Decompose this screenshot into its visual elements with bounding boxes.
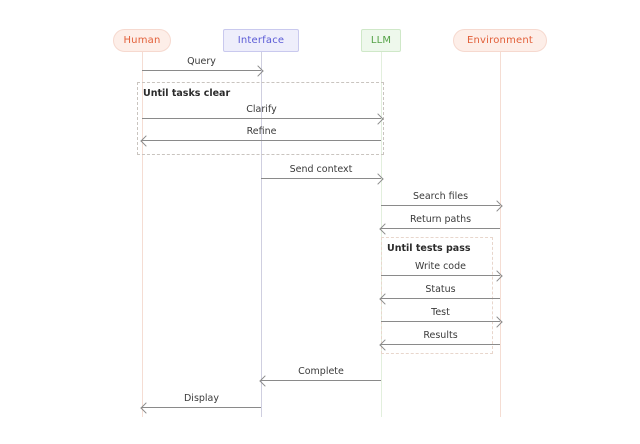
message-label: Status [425, 284, 456, 295]
message-line [381, 205, 500, 206]
lifeline-environment [500, 52, 501, 417]
message-line [381, 298, 500, 299]
message-line [381, 321, 500, 322]
lifeline-llm [381, 52, 382, 417]
message-line [142, 118, 381, 119]
participant-label-interface: Interface [237, 35, 285, 46]
message-label: Write code [414, 261, 466, 272]
message-line [381, 275, 500, 276]
participant-environment[interactable]: Environment [453, 29, 547, 52]
message-line [142, 407, 261, 408]
message-label: Refine [246, 126, 277, 137]
participant-human[interactable]: Human [113, 29, 171, 52]
message-line [381, 228, 500, 229]
message-label: Complete [298, 366, 344, 377]
message-line [142, 140, 381, 141]
lifeline-human [142, 52, 143, 417]
message-label: Clarify [246, 104, 277, 115]
message-line [381, 344, 500, 345]
message-label: Display [183, 393, 220, 404]
participant-label-llm: LLM [370, 35, 392, 46]
message-line [261, 380, 381, 381]
loop-frame [381, 237, 493, 354]
participant-interface[interactable]: Interface [223, 29, 299, 52]
message-label: Search files [412, 191, 469, 202]
participant-llm[interactable]: LLM [361, 29, 401, 52]
lifeline-interface [261, 52, 262, 417]
participant-label-human: Human [123, 35, 161, 46]
message-label: Return paths [409, 214, 472, 225]
loop-frame [137, 82, 384, 155]
loop-label: Until tests pass [387, 243, 471, 254]
message-line [261, 178, 381, 179]
message-label: Test [431, 307, 450, 318]
loop-label: Until tasks clear [143, 88, 231, 99]
message-label: Query [187, 56, 216, 67]
participant-label-environment: Environment [466, 35, 534, 46]
message-label: Send context [289, 164, 353, 175]
message-line [142, 70, 261, 71]
message-label: Results [423, 330, 458, 341]
